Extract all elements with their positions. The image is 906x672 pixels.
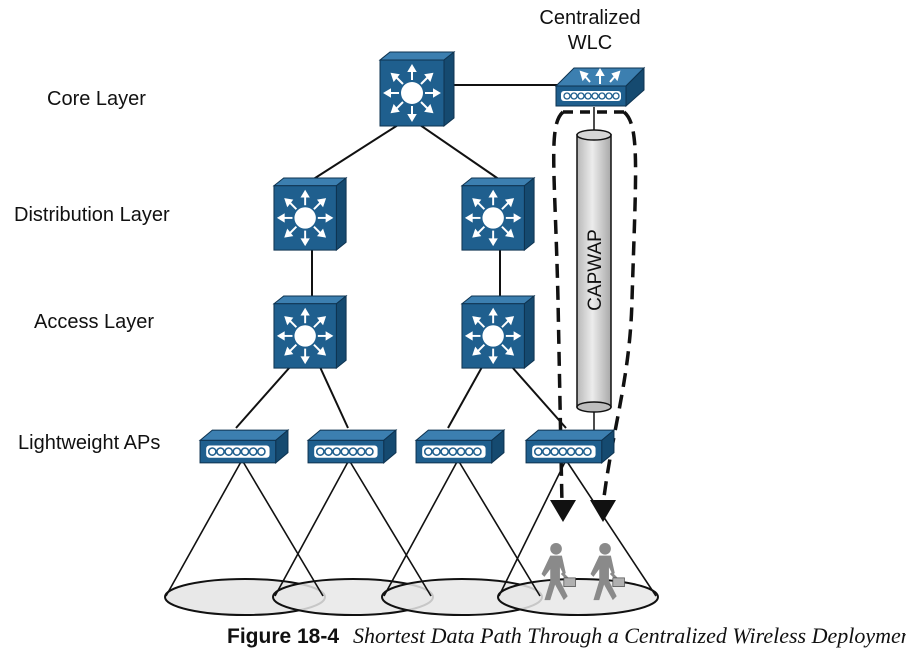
access-switch-right-icon[interactable] <box>460 294 536 370</box>
core-layer-label: Core Layer <box>47 88 146 110</box>
wlc-icon[interactable] <box>554 66 646 108</box>
access-point-2-icon[interactable] <box>307 429 397 464</box>
wlc-label-line2: WLC <box>567 32 613 54</box>
capwap-label: CAPWAP <box>585 229 606 311</box>
arrow-head-left <box>550 500 576 522</box>
arrow-head-right <box>590 500 616 522</box>
figure-title: Shortest Data Path Through a Centralized… <box>353 623 906 648</box>
figure-caption: Figure 18-4 Shortest Data Path Through a … <box>227 623 906 649</box>
coverage-cells <box>164 459 659 616</box>
access-point-1-icon[interactable] <box>199 429 289 464</box>
access-switch-left-icon[interactable] <box>272 294 348 370</box>
distribution-layer-label: Distribution Layer <box>14 204 170 226</box>
capwap-tunnel-icon <box>576 107 612 432</box>
distribution-switch-left-icon[interactable] <box>272 176 348 252</box>
coverage-cell-4 <box>497 578 659 616</box>
wlc-label: Centralized WLC <box>510 6 670 56</box>
distribution-switch-right-icon[interactable] <box>460 176 536 252</box>
access-point-3-icon[interactable] <box>415 429 505 464</box>
figure-number: Figure 18-4 <box>227 625 340 648</box>
access-layer-label: Access Layer <box>34 311 155 333</box>
access-point-4-icon[interactable] <box>525 429 615 464</box>
network-links <box>235 84 567 429</box>
wlc-label-line1: Centralized <box>539 7 641 29</box>
core-switch-icon[interactable] <box>379 51 455 127</box>
lightweight-aps-label: Lightweight APs <box>18 432 161 454</box>
